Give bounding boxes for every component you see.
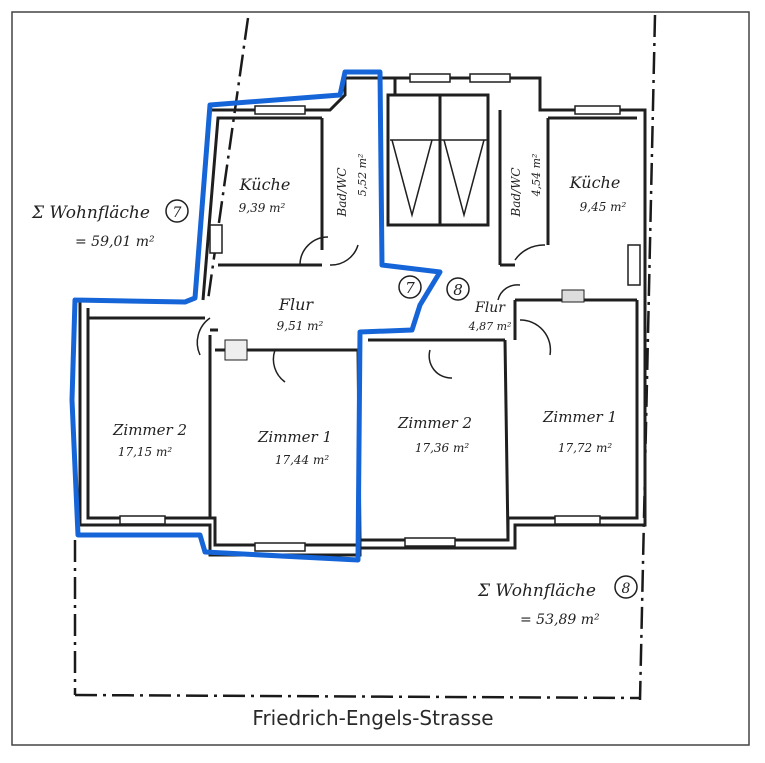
door-marker-8: 8 <box>446 277 470 301</box>
room-area-zimmer2-8: 17,36 m² <box>415 441 470 455</box>
door-marker-7: 7 <box>398 275 422 299</box>
page-frame <box>11 11 750 746</box>
unit-7-boundary <box>69 69 443 563</box>
unit-7-total-area: = 59,01 m² <box>75 234 155 250</box>
room-name-flur-7: Flur <box>278 295 315 314</box>
door-marker-7-label: 7 <box>405 279 415 297</box>
room-name-kueche-8: Küche <box>569 173 621 192</box>
building-walls <box>78 76 647 557</box>
room-name-bad-7: Bad/WC <box>335 167 349 217</box>
room-name-zimmer1-8: Zimmer 1 <box>542 408 617 426</box>
street-label: Friedrich-Engels-Strasse <box>252 706 493 730</box>
room-area-flur-8: 4,87 m² <box>468 320 512 333</box>
door-marker-8-label: 8 <box>453 281 463 299</box>
room-name-bad-8: Bad/WC <box>509 167 523 217</box>
door-swings <box>196 236 552 383</box>
shaft-hatch <box>224 289 585 361</box>
stair-treads <box>390 139 488 218</box>
room-name-flur-8: Flur <box>474 300 506 316</box>
room-area-zimmer1-7: 17,44 m² <box>275 453 330 467</box>
room-name-kueche-7: Küche <box>239 175 291 194</box>
room-area-kueche-8: 9,45 m² <box>580 200 627 214</box>
unit-8-total-area: = 53,89 m² <box>520 612 600 628</box>
room-name-zimmer1-7: Zimmer 1 <box>257 428 332 446</box>
unit-7-total: Σ Wohnfläche 7 = 59,01 m² <box>31 199 189 250</box>
unit-7-total-label: Σ Wohnfläche <box>31 203 150 223</box>
room-name-zimmer2-8: Zimmer 2 <box>397 414 472 432</box>
room-name-zimmer2-7: Zimmer 2 <box>112 421 187 439</box>
room-area-zimmer2-7: 17,15 m² <box>118 445 173 459</box>
room-area-kueche-7: 9,39 m² <box>239 201 286 215</box>
unit-7-number: 7 <box>173 205 182 221</box>
unit-8-total: Σ Wohnfläche 8 = 53,89 m² <box>477 575 638 628</box>
unit-8-number: 8 <box>622 581 631 597</box>
unit-8-total-label: Σ Wohnfläche <box>477 581 596 601</box>
room-area-bad-7: 5,52 m² <box>356 154 369 197</box>
room-area-zimmer1-8: 17,72 m² <box>558 441 613 455</box>
windows <box>119 73 641 552</box>
room-area-bad-8: 4,54 m² <box>530 154 543 198</box>
room-area-flur-7: 9,51 m² <box>277 319 324 333</box>
